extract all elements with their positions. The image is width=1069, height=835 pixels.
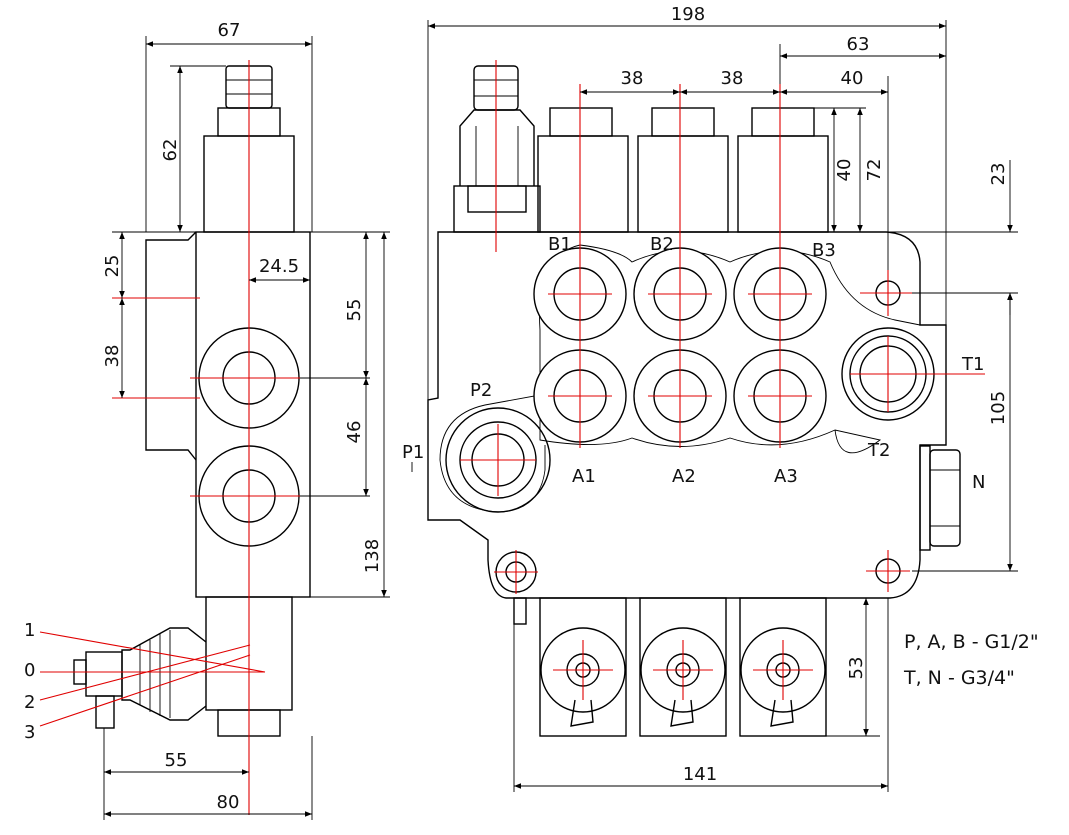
front-cap-2 [637,135,729,233]
front-bottom-housing-1 [539,597,627,737]
dim-front-63: 63 [847,34,870,55]
dim-side-handle-height: 62 [160,139,181,162]
lever-position-3: 3 [24,722,35,743]
thread-note-pab: P, A, B - G1/2" [904,631,1039,653]
front-bottom-housing-2 [639,597,727,737]
dim-cap-40: 40 [834,159,855,182]
side-view: 1 0 2 3 [24,60,330,815]
side-dimensions: 67 62 25 38 24.5 55 46 138 55 80 [102,20,390,820]
front-cap-3 [737,135,829,233]
dim-side-138: 138 [362,539,383,573]
label-t1: T1 [961,354,984,375]
dim-right-105: 105 [988,391,1009,425]
dim-side-46: 46 [344,421,365,444]
front-body [427,231,947,599]
label-p1: P1 [402,442,424,463]
port-n-plug [929,449,961,547]
label-b1: B1 [548,234,572,255]
label-a2: A2 [672,466,696,487]
dim-bottom-141: 141 [683,764,717,785]
dim-front-width: 198 [671,4,705,25]
dim-lever-80: 80 [217,792,240,813]
lever-position-0: 0 [24,660,35,681]
dim-side-width: 67 [218,20,241,41]
dim-side-top: 25 [102,255,123,278]
front-fitting-base [453,185,541,233]
label-a1: A1 [572,466,596,487]
label-b2: B2 [650,234,674,255]
side-flange [145,231,197,461]
label-t2: T2 [867,440,890,461]
lever-position-1: 1 [24,620,35,641]
front-bottom-housing-3 [739,597,827,737]
dim-spacing-40: 40 [841,68,864,89]
label-p2: P2 [470,380,492,401]
front-cap-1 [537,135,629,233]
label-a3: A3 [774,466,798,487]
thread-note-tn: T, N - G3/4" [903,667,1015,689]
port-p [445,407,551,513]
front-view: B1 B2 B3 A1 A2 A3 P1 P2 T1 T2 N [402,60,985,737]
dim-bottom-53: 53 [846,657,867,680]
dim-cap-72: 72 [864,159,885,182]
dim-side-port: 38 [102,345,123,368]
label-b3: B3 [812,240,836,261]
label-n: N [972,472,985,493]
dim-lever-55: 55 [165,750,188,771]
dim-spacing-38-b: 38 [721,68,744,89]
dim-side-55: 55 [344,299,365,322]
front-dimensions: 198 63 38 38 40 40 72 23 105 53 141 [427,4,1018,792]
dim-right-23: 23 [988,163,1009,186]
dim-spacing-38-a: 38 [621,68,644,89]
lever-knob [85,651,123,697]
lever-position-2: 2 [24,692,35,713]
dim-side-offset: 24.5 [259,256,299,277]
side-body [195,231,311,598]
